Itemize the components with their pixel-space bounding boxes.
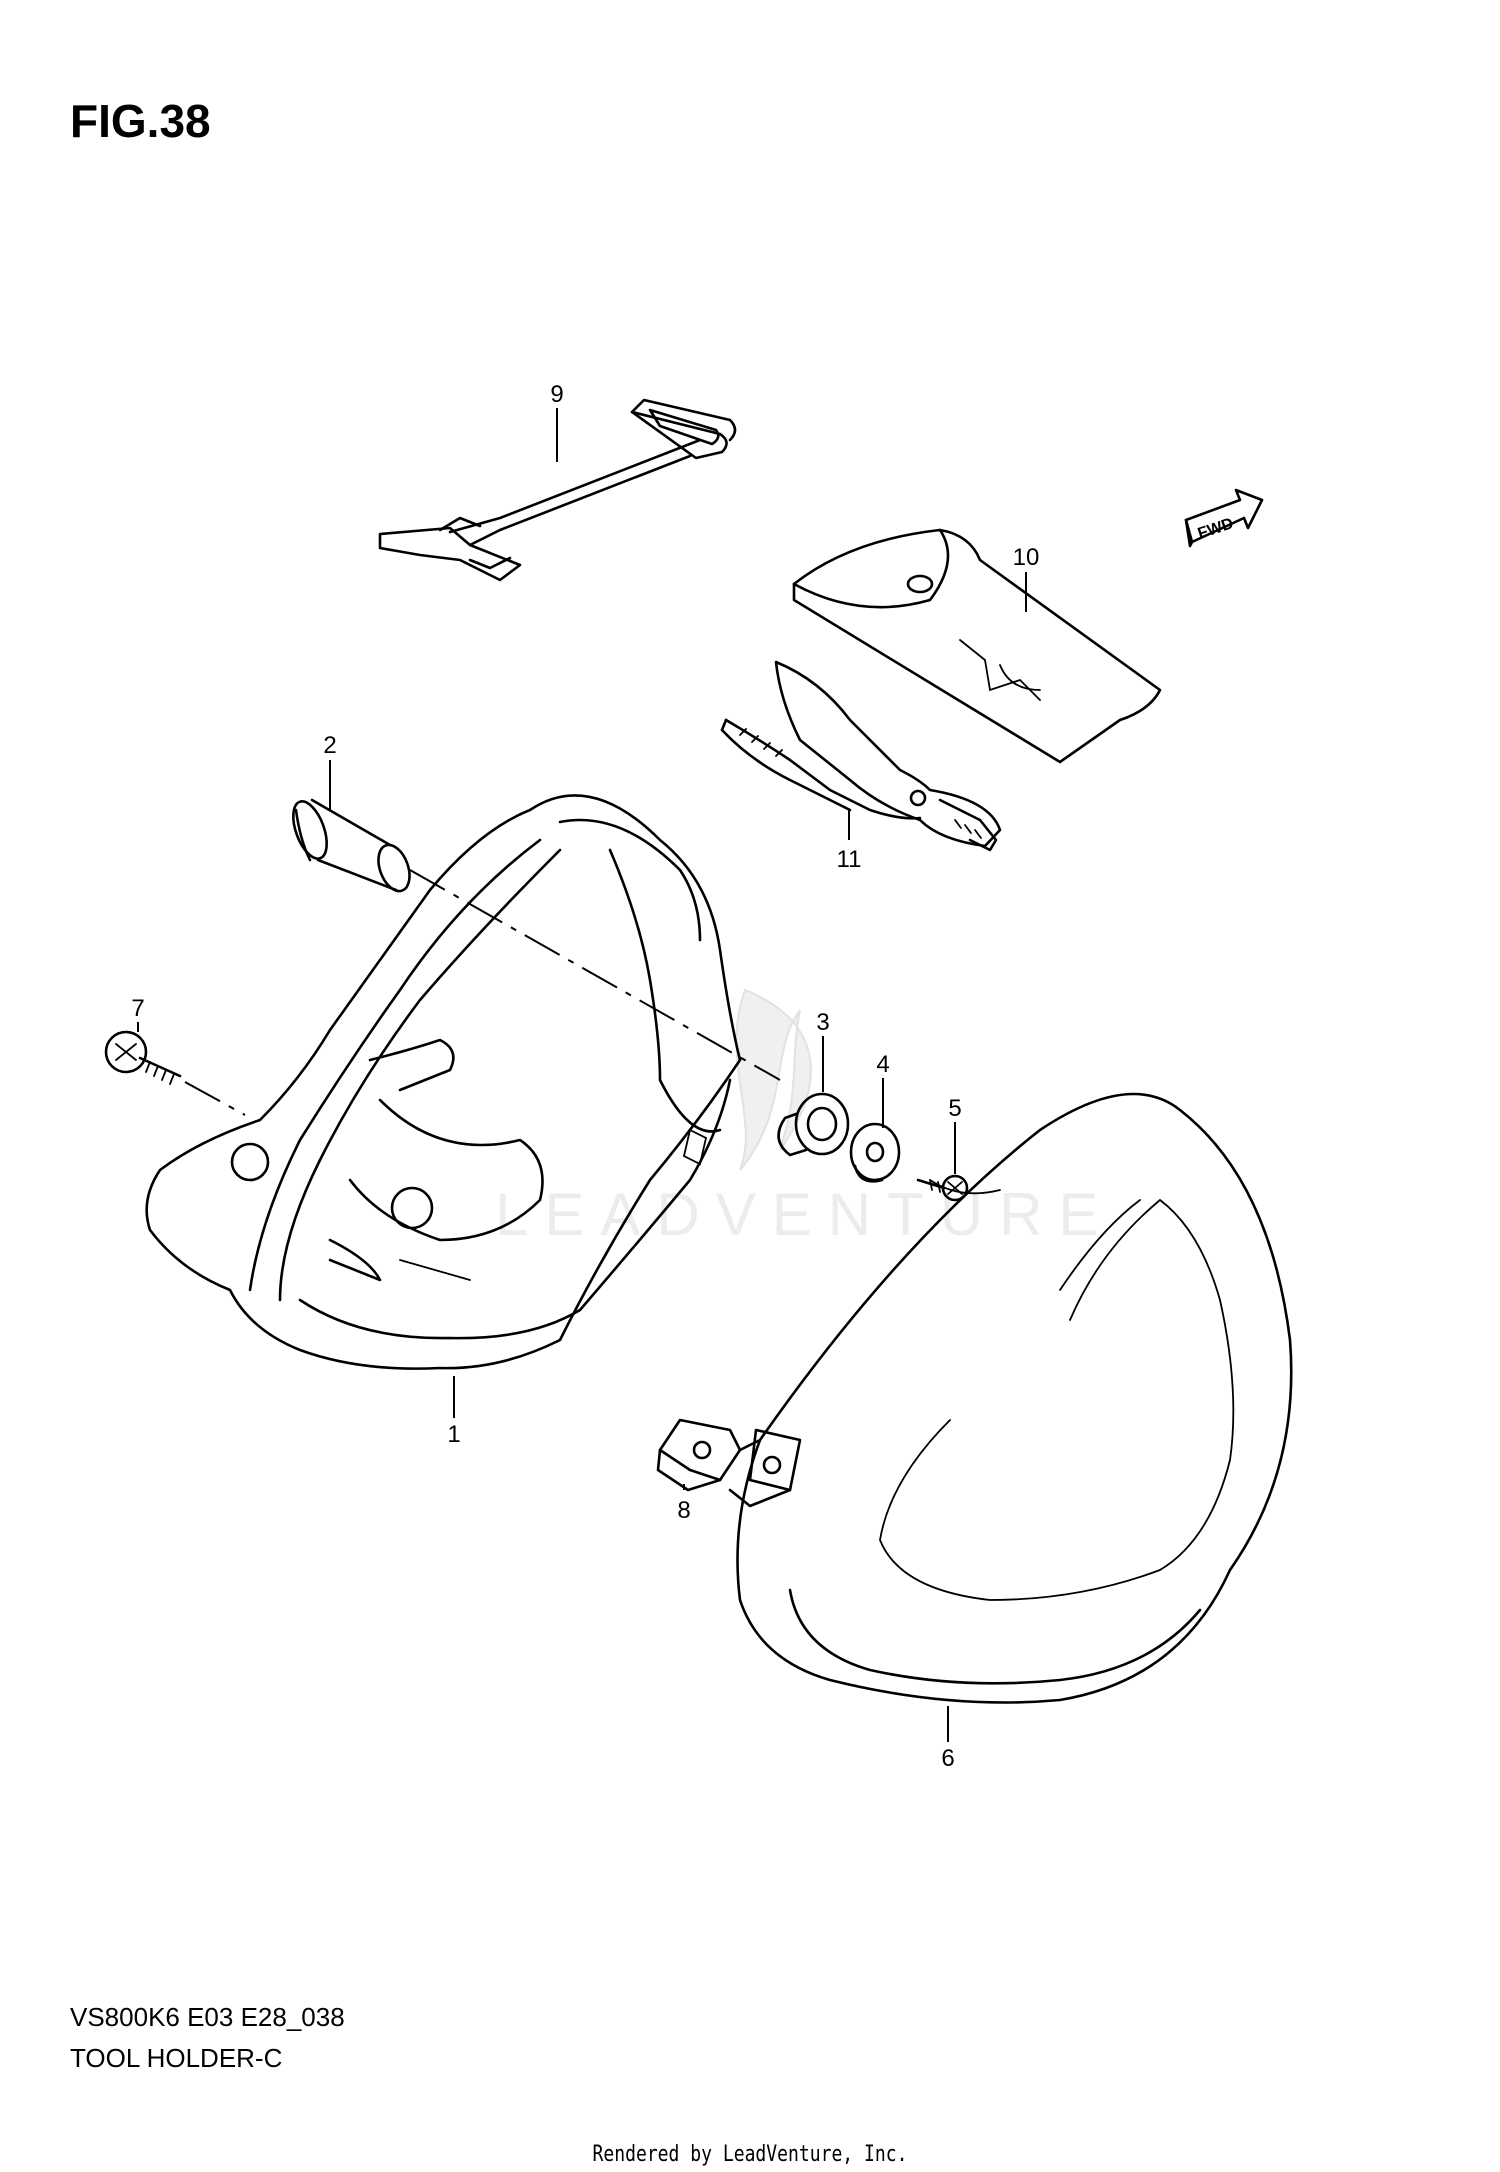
callout-2: 2 [323, 732, 336, 759]
fwd-label: FWD [1196, 515, 1236, 542]
model-code: VS800K6 E03 E28_038 [70, 2002, 345, 2032]
callout-8: 8 [677, 1497, 690, 1524]
nut-clip [656, 1418, 802, 1508]
callout-4: 4 [876, 1051, 889, 1078]
fwd-arrow-icon: FWD [1184, 488, 1264, 548]
callout-labels: 9 10 11 2 7 3 4 5 1 8 6 [131, 381, 1039, 1772]
watermark-text: LEADVENTURE [495, 1181, 1114, 1248]
section-name: TOOL HOLDER-C [70, 2043, 283, 2073]
washer [849, 1122, 901, 1183]
callout-6: 6 [941, 1745, 954, 1772]
callout-1: 1 [447, 1421, 460, 1448]
cushion [777, 1092, 850, 1157]
callout-9: 9 [550, 381, 563, 408]
screw-left [104, 1030, 246, 1116]
tool-holder-case [145, 794, 742, 1370]
tool-bag [792, 528, 1162, 764]
callout-10: 10 [1013, 544, 1040, 571]
band-strap [378, 398, 737, 582]
watermark: LEADVENTURE [495, 988, 1114, 1248]
callout-11: 11 [837, 846, 862, 873]
callout-3: 3 [816, 1009, 829, 1036]
pliers [720, 660, 1002, 852]
callout-5: 5 [948, 1095, 961, 1122]
cover [736, 1092, 1293, 1704]
callout-7: 7 [131, 995, 144, 1022]
bolt-spacer [292, 798, 411, 893]
leader-lines [137, 408, 1027, 1742]
figure-title: FIG.38 [70, 95, 211, 147]
footer-credit: Rendered by LeadVenture, Inc. [592, 2142, 908, 2167]
center-line [409, 869, 781, 1081]
